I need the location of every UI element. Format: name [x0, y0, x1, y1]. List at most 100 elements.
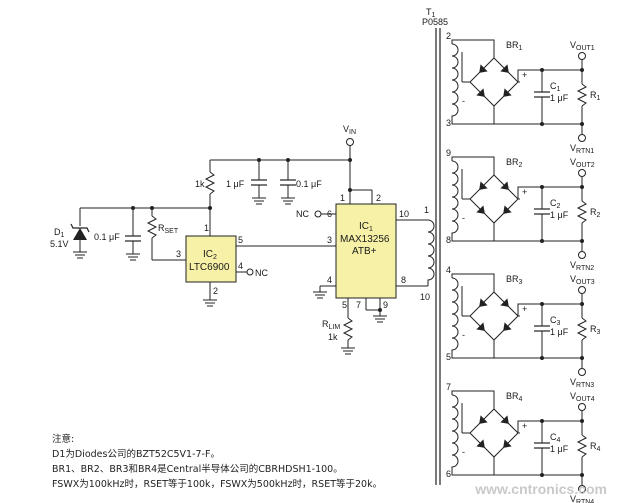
- zener-diode-d1: [73, 228, 87, 240]
- rlim-label: RLIM: [322, 319, 340, 331]
- vrtn-terminal: [578, 368, 586, 376]
- notes-line-2: BR1、BR2、BR3和BR4是Central半导体公司的CBRHDSH1-10…: [52, 464, 343, 475]
- cap-value: 1 μF: [550, 327, 569, 337]
- ic1-body: [335, 203, 397, 299]
- cap-label: C1: [550, 81, 561, 93]
- winding-top-pin: 9: [446, 148, 451, 158]
- vout-label: VOUT1: [570, 40, 595, 52]
- svg-text:+: +: [522, 421, 527, 431]
- cap-label: C3: [550, 315, 561, 327]
- cap-label: C4: [550, 432, 561, 444]
- vin-label: VIN: [343, 124, 356, 136]
- vin-terminal: [346, 138, 354, 146]
- bridge-label: BR3: [506, 274, 523, 286]
- resistor-rlim: [342, 317, 354, 341]
- ic1-pin-9: 9: [383, 300, 388, 310]
- resistor-rset: [146, 215, 158, 239]
- svg-text:-: -: [462, 330, 465, 340]
- bridge-rectifier: [469, 291, 519, 341]
- vrtn-terminal: [578, 485, 586, 493]
- cap-value: 1 μF: [550, 444, 569, 454]
- secondary-winding: [451, 43, 459, 120]
- ic1-ref: IC1: [359, 221, 373, 233]
- bridge-rectifier: [469, 174, 519, 224]
- vrtn-label: VRTN4: [570, 494, 594, 503]
- vrtn-terminal: [578, 251, 586, 259]
- ic1-nc-label: NC: [296, 209, 309, 219]
- bridge-label: BR2: [506, 157, 523, 169]
- main-wiring: [70, 28, 441, 485]
- svg-text:+: +: [522, 70, 527, 80]
- vout-terminal: [578, 403, 586, 411]
- secondary-winding: [451, 394, 459, 471]
- ic2-part: LTC6900: [189, 262, 230, 273]
- resistor-1k-value: 1k: [195, 179, 205, 189]
- ic1-pin-1: 1: [340, 193, 345, 203]
- ic2-pin-5: 5: [238, 235, 243, 245]
- ic1-pin-6: 6: [327, 209, 332, 219]
- svg-text:-: -: [462, 96, 465, 106]
- ic1-pin-4: 4: [327, 275, 332, 285]
- notes-line-3: FSWX为100kHz时，RSET等于100k，FSWX为500kHz时，RSE…: [52, 479, 383, 490]
- bridge-label: BR1: [506, 40, 523, 52]
- vout-terminal: [578, 169, 586, 177]
- ic2-nc-label: NC: [255, 268, 268, 278]
- transformer-part: P0585: [422, 17, 448, 27]
- winding-bottom-pin: 8: [446, 235, 451, 245]
- ic2-pin-2: 2: [213, 286, 218, 296]
- ic1-part-line2: ATB+: [352, 246, 377, 257]
- vrtn-label: VRTN2: [570, 260, 594, 272]
- cap-1uf-value: 1 μF: [226, 179, 245, 189]
- resistor-label: R2: [590, 207, 601, 219]
- resistor-label: R4: [590, 441, 601, 453]
- vout-terminal: [578, 52, 586, 60]
- notes-line-1: D1为Diodes公司的BZT52C5V1-7-F。: [52, 449, 220, 460]
- cap-01uf-value: 0.1 μF: [296, 179, 322, 189]
- vrtn-terminal: [578, 134, 586, 142]
- vout-label: VOUT2: [570, 157, 595, 169]
- rlim-value: 1k: [328, 332, 338, 342]
- bridge-rectifier: [469, 57, 519, 107]
- d1-value: 5.1V: [50, 239, 69, 249]
- cap-value: 1 μF: [550, 210, 569, 220]
- vout-label: VOUT3: [570, 274, 595, 286]
- rset-label: RSET: [158, 223, 179, 235]
- cap-d1-value: 0.1 μF: [94, 232, 120, 242]
- svg-text:+: +: [522, 187, 527, 197]
- ic2-pin-1: 1: [204, 223, 209, 233]
- ic2-ref: IC2: [203, 249, 217, 261]
- vrtn-label: VRTN1: [570, 143, 594, 155]
- ic2-pin-4: 4: [238, 261, 243, 271]
- ic1-pin-5: 5: [342, 300, 347, 310]
- winding-top-pin: 7: [446, 382, 451, 392]
- winding-bottom-pin: 6: [446, 469, 451, 479]
- ic1-pin-8: 8: [401, 275, 406, 285]
- svg-text:-: -: [462, 213, 465, 223]
- vout-label: VOUT4: [570, 391, 595, 403]
- ic1-pin-3: 3: [327, 235, 332, 245]
- winding-bottom-pin: 5: [446, 352, 451, 362]
- ic1-pin-2: 2: [376, 193, 381, 203]
- watermark: www.cntronics.com: [475, 481, 607, 497]
- cap-label: C2: [550, 198, 561, 210]
- svg-text:+: +: [522, 304, 527, 314]
- transformer-ref: T1: [426, 7, 436, 19]
- ic2-body: [185, 235, 237, 283]
- vout-terminal: [578, 286, 586, 294]
- ic1-pin-7: 7: [356, 300, 361, 310]
- ic2-pin-3: 3: [176, 249, 181, 259]
- ic1-part-line1: MAX13256: [340, 234, 390, 245]
- d1-ref: D1: [54, 227, 65, 239]
- resistor-1k: [204, 171, 216, 195]
- winding-bottom-pin: 3: [446, 118, 451, 128]
- winding-top-pin: 2: [446, 31, 451, 41]
- primary-winding: [427, 219, 435, 286]
- primary-pin-10: 10: [420, 292, 430, 302]
- cap-value: 1 μF: [550, 93, 569, 103]
